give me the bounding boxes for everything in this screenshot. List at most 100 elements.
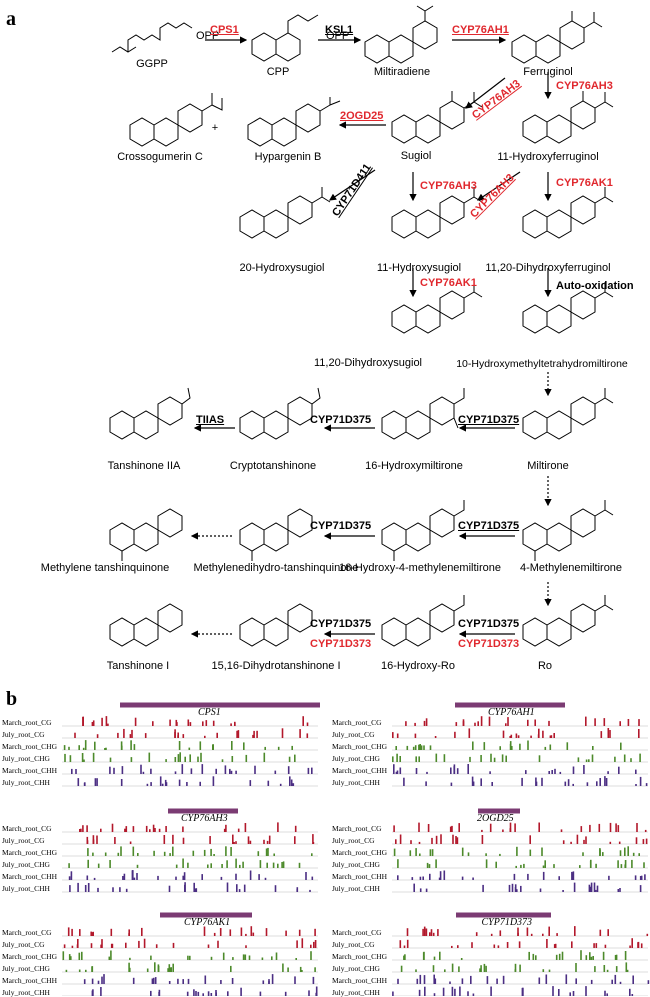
methylation-bar bbox=[82, 716, 84, 726]
methylation-bar bbox=[420, 745, 423, 750]
methylation-bar bbox=[210, 863, 212, 868]
methylation-bar bbox=[523, 863, 525, 868]
methylation-bar bbox=[589, 952, 591, 960]
methylation-bar bbox=[235, 841, 237, 844]
methylation-bar bbox=[453, 764, 456, 774]
methylation-bar bbox=[78, 745, 80, 750]
methylation-bar bbox=[439, 871, 442, 880]
methylation-bar bbox=[77, 778, 80, 786]
methylation-bar bbox=[511, 746, 513, 750]
methylation-bar bbox=[305, 872, 307, 880]
methylation-bar bbox=[199, 741, 202, 750]
methylation-bar bbox=[229, 768, 231, 774]
methylation-bar bbox=[617, 825, 620, 832]
methylation-bar bbox=[452, 834, 454, 844]
methylation-bar bbox=[606, 969, 609, 972]
methylation-bar bbox=[141, 927, 143, 936]
crossogumerin-structure bbox=[129, 93, 223, 147]
methylation-bar bbox=[575, 978, 577, 984]
methylation-bar bbox=[97, 887, 99, 892]
methylation-bar bbox=[526, 927, 529, 936]
methylation-bar bbox=[128, 962, 130, 972]
methylation-bar bbox=[272, 862, 275, 868]
methylation-bar bbox=[602, 951, 605, 960]
enzyme-cyp71d373-a: CYP71D373 bbox=[310, 638, 372, 650]
methylation-bar bbox=[296, 887, 299, 892]
methylation-bar bbox=[580, 826, 583, 832]
methylation-bar bbox=[111, 823, 114, 832]
methylation-bar bbox=[312, 834, 314, 844]
methylation-bar bbox=[234, 722, 236, 726]
methylation-bar bbox=[582, 852, 584, 856]
methylation-bar bbox=[169, 719, 171, 726]
methylation-bar bbox=[599, 848, 601, 856]
methylation-bar bbox=[535, 777, 537, 786]
panel-b-label: b bbox=[6, 688, 18, 710]
methylation-bar bbox=[189, 722, 192, 726]
methylation-bar bbox=[415, 756, 417, 762]
methylation-bar bbox=[416, 978, 419, 984]
gene-label-4: CYP76AK1 bbox=[184, 917, 231, 928]
methylation-bar bbox=[395, 839, 397, 844]
methylation-bar bbox=[91, 966, 93, 972]
methylation-bar bbox=[595, 889, 597, 892]
methylation-bar bbox=[630, 758, 632, 762]
methylation-bar bbox=[294, 836, 296, 844]
hypargenin-structure bbox=[247, 97, 341, 147]
methylation-bar bbox=[615, 954, 618, 960]
methylation-bar bbox=[168, 885, 171, 892]
methylation-bar bbox=[509, 741, 512, 750]
methylation-bar bbox=[217, 940, 219, 948]
methylation-bar bbox=[496, 978, 498, 984]
methylation-bar bbox=[618, 766, 620, 774]
methylation-bar bbox=[594, 718, 596, 726]
methylation-bar bbox=[562, 840, 565, 844]
methylation-bar bbox=[514, 884, 517, 892]
methylation-bar bbox=[110, 950, 112, 960]
methylation-bar bbox=[234, 721, 236, 726]
methylation-bar bbox=[114, 837, 116, 844]
methylation-bar bbox=[485, 965, 487, 972]
methylation-bar bbox=[396, 733, 399, 738]
methylation-bar bbox=[80, 828, 82, 832]
ro-structure bbox=[522, 595, 614, 647]
methylation-bar bbox=[472, 877, 474, 880]
methylation-bar bbox=[403, 945, 406, 948]
methylene-tanshinquinone-name: Methylene tanshinquinone bbox=[40, 562, 170, 574]
methylation-bar bbox=[461, 978, 464, 984]
methylation-bar bbox=[486, 976, 489, 984]
methylation-bar bbox=[150, 955, 152, 960]
methylation-bar bbox=[87, 859, 89, 868]
methylation-bar bbox=[509, 743, 512, 750]
track-label: March_root_CHG bbox=[332, 742, 387, 751]
methylation-bar bbox=[187, 862, 189, 868]
hydroxy-methylenemiltirone-name: 16-Hydroxy-4-methylenemiltirone bbox=[338, 562, 502, 574]
methylation-bar bbox=[264, 746, 266, 750]
hydroxyferruginol-name: 11-Hydroxyferruginol bbox=[497, 151, 599, 163]
enzyme-cyp71d375-e: CYP71D375 bbox=[310, 618, 372, 630]
plus-sign: + bbox=[211, 122, 219, 134]
methylation-bar bbox=[83, 979, 86, 984]
methylation-bar bbox=[71, 928, 73, 936]
methylation-bar bbox=[585, 836, 587, 844]
methylation-bar bbox=[110, 943, 113, 948]
methylenemiltirone-name: 4-Methylenemiltirone bbox=[519, 562, 623, 574]
methylation-bar bbox=[222, 952, 225, 960]
methylation-bar bbox=[179, 752, 181, 762]
methylation-bar bbox=[520, 885, 522, 892]
ggpp-name: GGPP bbox=[136, 58, 168, 70]
methylation-bar bbox=[131, 870, 134, 880]
methylation-bar bbox=[205, 720, 208, 726]
methylation-bar bbox=[174, 732, 176, 738]
methylation-bar bbox=[499, 930, 502, 936]
methylation-bar bbox=[489, 771, 491, 774]
arrow-cyp71d411 bbox=[329, 169, 376, 201]
methylation-bar bbox=[538, 977, 541, 984]
methylation-bar bbox=[611, 979, 613, 984]
dihydroxyferruginol-name: 11,20-Dihydroxyferruginol bbox=[485, 262, 611, 274]
methylation-bar bbox=[530, 933, 533, 936]
methylation-bar bbox=[92, 752, 95, 762]
methylation-bar bbox=[485, 859, 488, 868]
sugiol-name: Sugiol bbox=[400, 150, 432, 162]
track-label: March_root_CHG bbox=[2, 952, 57, 961]
